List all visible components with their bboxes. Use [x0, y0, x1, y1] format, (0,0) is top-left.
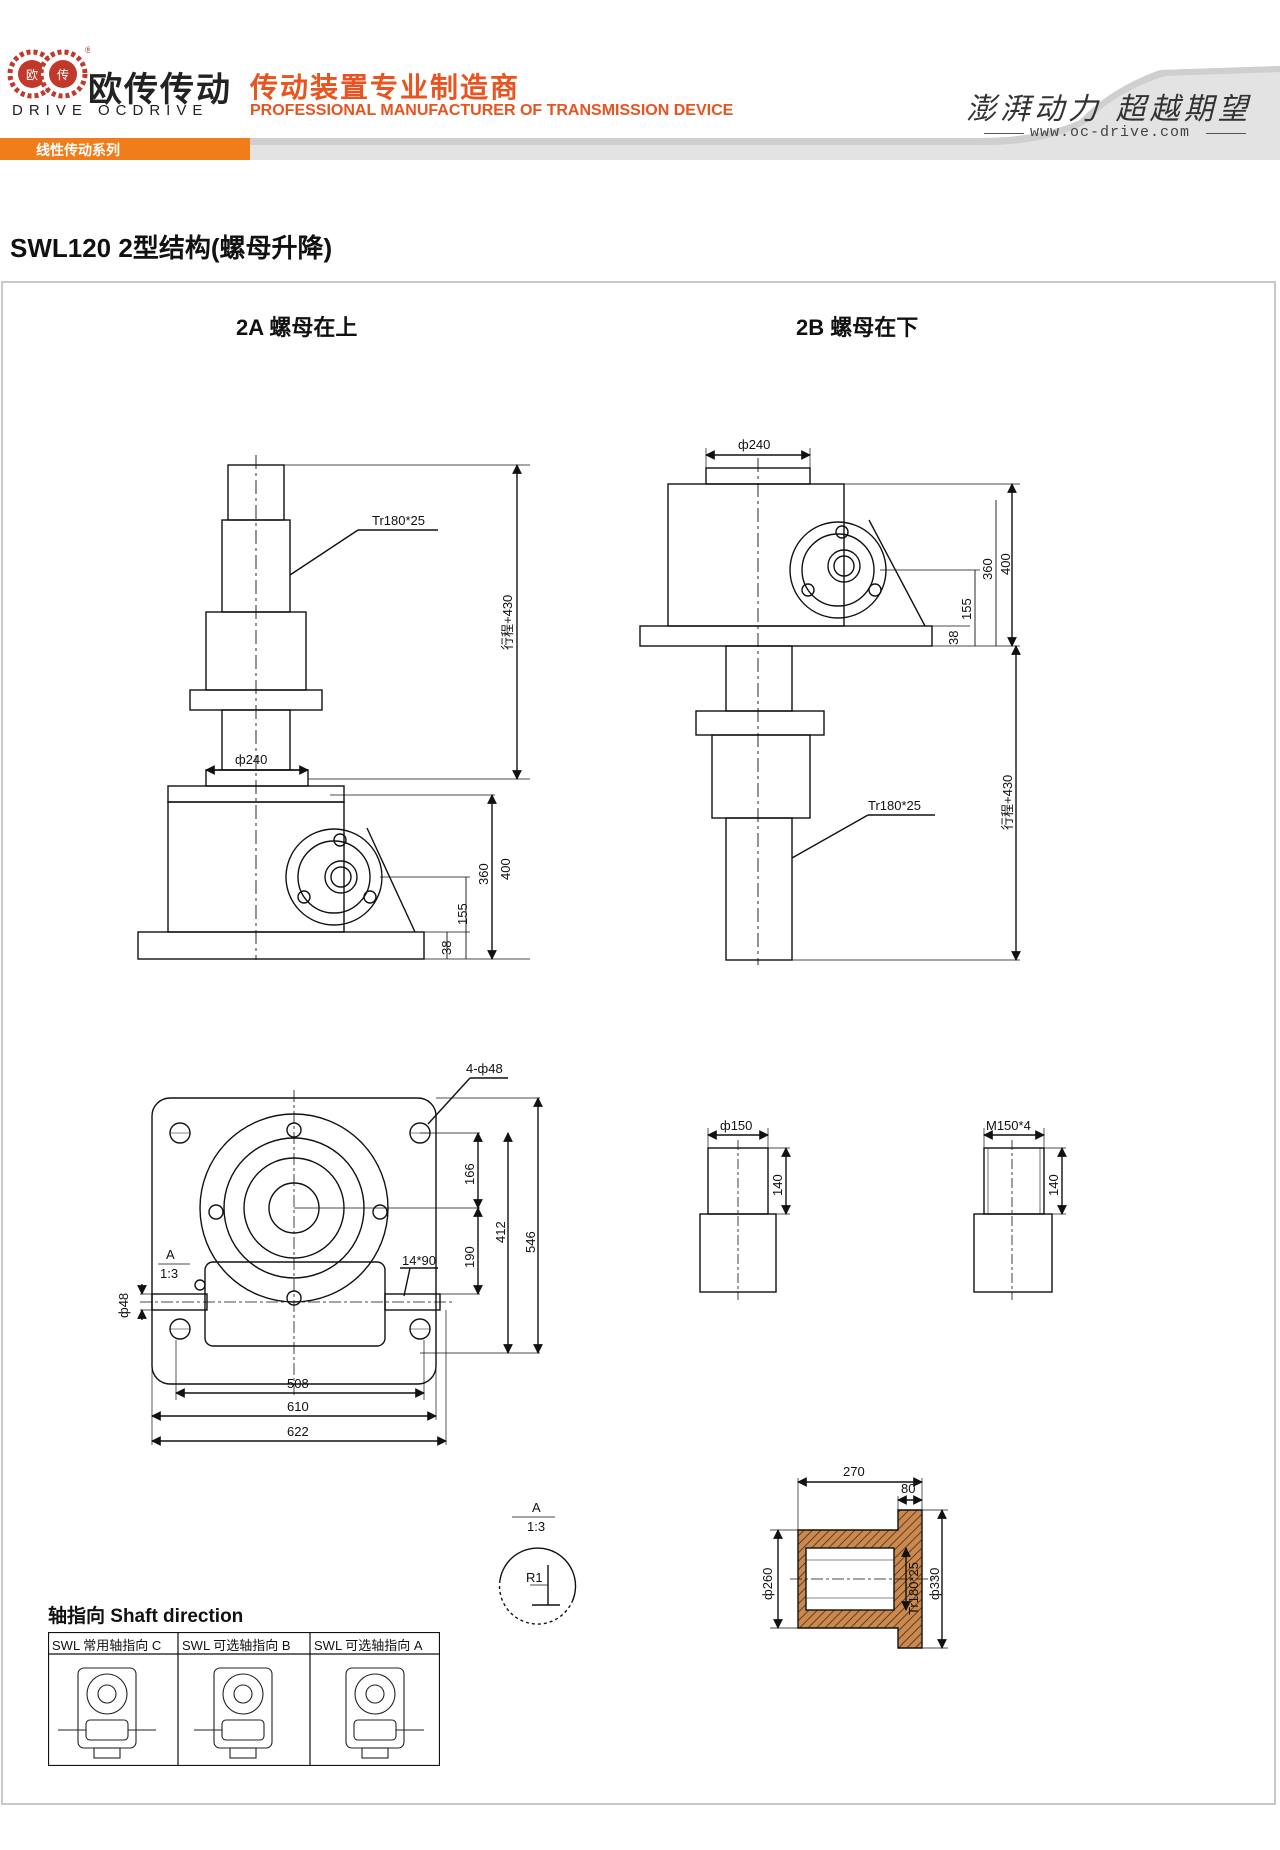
brand-name-en: DRIVE OCDRIVE	[12, 102, 209, 119]
tagline-cn: 传动装置专业制造商	[250, 72, 521, 103]
svg-text:传: 传	[57, 67, 69, 82]
cover-2a	[205, 769, 309, 787]
gearbox-icon-a	[345, 1667, 424, 1759]
nut-flange-2b	[695, 710, 825, 736]
svg-text:Tr180*25: Tr180*25	[906, 1562, 921, 1615]
svg-text:Tr180*25: Tr180*25	[372, 513, 425, 528]
website: www.oc-drive.com	[1030, 124, 1191, 141]
svg-text:欧: 欧	[26, 68, 38, 82]
website-rule-left	[984, 133, 1024, 134]
worm-flange-2a	[285, 828, 383, 926]
svg-text:A: A	[532, 1500, 541, 1515]
view-2a: Tr180*25 ф240 行程+430 400 360 155 38	[137, 455, 530, 960]
plan-view: 4-ф48 166 190 412 546 14*90 ф48 A 1:3	[116, 1061, 543, 1446]
svg-text:360: 360	[476, 863, 491, 885]
slogan: 澎湃动力 超越期望	[966, 92, 1252, 127]
view-2b-title: 2B 螺母在下	[796, 315, 919, 340]
view-2b: ф240 Tr180*25 400 360 155 38 行程+430	[639, 437, 1021, 965]
end-detail-thread: M150*4 140	[973, 1118, 1067, 1300]
svg-text:R1: R1	[526, 1570, 543, 1585]
svg-text:546: 546	[523, 1231, 538, 1253]
svg-text:140: 140	[770, 1174, 785, 1196]
svg-text:®: ®	[85, 45, 90, 55]
svg-text:412: 412	[493, 1221, 508, 1243]
tagline-en: PROFESSIONAL MANUFACTURER OF TRANSMISSIO…	[250, 102, 734, 119]
svg-text:行程+430: 行程+430	[500, 595, 515, 650]
shaft-option-b[interactable]: SWL 可选轴指向 B	[182, 1638, 291, 1653]
base-plate-2a	[137, 931, 425, 960]
screw-lower-2b	[725, 817, 793, 961]
page-header: 欧 传 ® 欧传传动 DRIVE OCDRIVE 传动装置专业制造商 PROFE…	[0, 0, 1280, 160]
screw-upper-2b	[725, 645, 793, 712]
svg-text:610: 610	[287, 1399, 309, 1414]
svg-text:ф240: ф240	[235, 752, 267, 767]
end-detail-plain: ф150 140	[699, 1118, 791, 1300]
svg-text:14*90: 14*90	[402, 1253, 436, 1268]
svg-text:38: 38	[439, 941, 454, 955]
svg-text:1:3: 1:3	[527, 1519, 545, 1534]
shaft-direction-table	[48, 1632, 440, 1766]
website-rule-right	[1206, 133, 1246, 134]
svg-text:A: A	[166, 1247, 175, 1262]
svg-text:140: 140	[1046, 1174, 1061, 1196]
brand-name-cn: 欧传传动	[88, 71, 232, 109]
svg-text:ф48: ф48	[116, 1293, 131, 1318]
svg-text:400: 400	[998, 553, 1013, 575]
svg-text:155: 155	[959, 598, 974, 620]
svg-text:4-ф48: 4-ф48	[466, 1061, 503, 1076]
gearbox-icon-b	[194, 1667, 273, 1759]
worm-housing	[204, 1261, 386, 1347]
svg-text:M150*4: M150*4	[986, 1118, 1031, 1133]
svg-text:400: 400	[498, 858, 513, 880]
nut-section: 270 80 ф260 Tr180*25 ф330	[760, 1464, 948, 1649]
gearbox-2b	[667, 483, 845, 627]
svg-text:270: 270	[843, 1464, 865, 1479]
svg-text:38: 38	[946, 631, 961, 645]
svg-text:190: 190	[462, 1246, 477, 1268]
svg-text:1:3: 1:3	[160, 1266, 178, 1281]
svg-text:行程+430: 行程+430	[1000, 775, 1015, 830]
drawing-frame	[1, 281, 1276, 1805]
series-tab[interactable]: 线性传动系列	[0, 138, 250, 160]
svg-text:Tr180*25: Tr180*25	[868, 798, 921, 813]
view-2a-title: 2A 螺母在上	[236, 315, 358, 340]
svg-text:80: 80	[901, 1481, 915, 1496]
shaft-option-c[interactable]: SWL 常用轴指向 C	[52, 1638, 162, 1653]
svg-text:155: 155	[455, 903, 470, 925]
svg-text:622: 622	[287, 1424, 309, 1439]
page-title: SWL120 2型结构(螺母升降)	[10, 233, 333, 263]
svg-text:ф150: ф150	[720, 1118, 752, 1133]
gearbox-icon-c	[58, 1667, 156, 1759]
svg-text:ф330: ф330	[927, 1568, 942, 1600]
svg-text:166: 166	[462, 1163, 477, 1185]
detail-a: A 1:3 R1	[498, 1500, 577, 1625]
company-logo: 欧 传 ®	[7, 45, 90, 99]
svg-text:360: 360	[980, 558, 995, 580]
shaft-option-a[interactable]: SWL 可选轴指向 A	[314, 1638, 423, 1653]
shaft-direction-icons	[58, 1667, 424, 1759]
base-plate-2b	[639, 625, 933, 647]
svg-text:ф240: ф240	[738, 437, 770, 452]
svg-text:ф260: ф260	[760, 1568, 775, 1600]
shaft-direction-title: 轴指向 Shaft direction	[48, 1606, 244, 1627]
svg-text:508: 508	[287, 1376, 309, 1391]
nut-body-2b	[711, 734, 811, 819]
